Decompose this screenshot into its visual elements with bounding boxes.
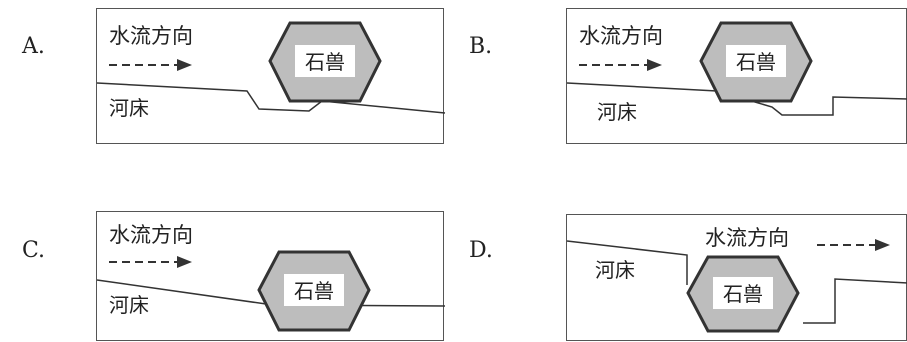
riverbed-label: 河床 [109,96,149,120]
stone-beast-label: 石兽 [305,50,345,74]
riverbed-line-upstream [566,240,688,285]
stone-label-box [295,45,355,77]
riverbed-label: 河床 [109,293,149,317]
option-c-diagram: 水流方向 石兽 河床 [96,223,446,332]
stone-beast-label: 石兽 [723,282,763,306]
riverbed-line [96,82,446,114]
option-d-diagram: 河床 水流方向 石兽 [566,226,907,333]
option-b-diagram: 水流方向 石兽 河床 [566,21,907,124]
option-c-panel[interactable]: 水流方向 石兽 河床 [96,211,446,341]
riverbed-line-downstream [803,278,907,324]
option-a-diagram: 水流方向 石兽 河床 [96,21,446,120]
flow-arrow-head [177,59,192,71]
flow-arrow-head [647,59,662,71]
option-d-panel[interactable]: 河床 水流方向 石兽 [566,214,907,341]
option-a-panel[interactable]: 水流方向 石兽 河床 [96,8,446,144]
option-b-panel[interactable]: 水流方向 石兽 河床 [566,8,907,144]
option-c-letter: C. [22,238,46,263]
flow-arrow-head [875,239,890,251]
option-b-letter: B. [469,34,493,59]
stone-label-box [284,274,344,306]
flow-direction-label: 水流方向 [109,24,193,48]
stone-label-box [726,45,786,77]
flow-arrow-head [177,256,192,268]
riverbed-label: 河床 [595,258,635,282]
option-d-letter: D. [469,238,493,263]
flow-direction-label: 水流方向 [109,223,193,247]
stone-beast-label: 石兽 [294,279,334,303]
stone-label-box [713,277,773,309]
riverbed-label: 河床 [597,100,637,124]
option-a-letter: A. [22,34,45,59]
flow-direction-label: 水流方向 [705,226,789,250]
flow-direction-label: 水流方向 [579,24,663,48]
stone-beast-label: 石兽 [736,50,776,74]
